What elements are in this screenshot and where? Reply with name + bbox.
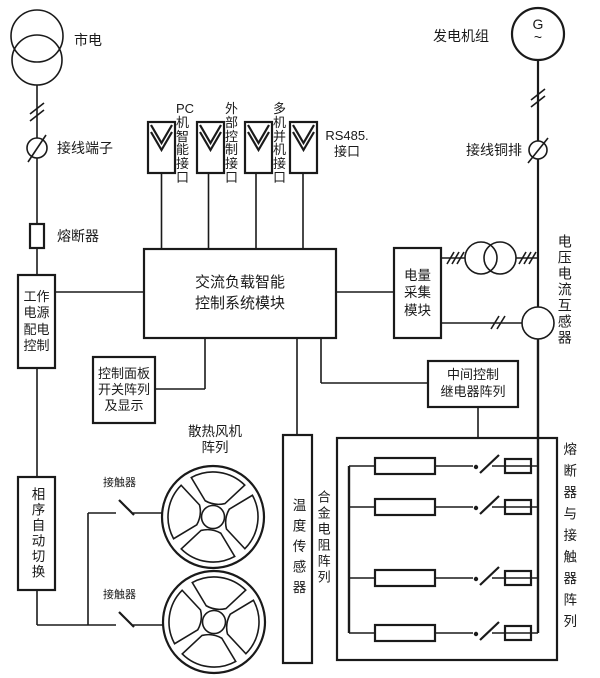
fuse-contactor-array-label: 熔断器与接触器阵列 — [561, 442, 577, 636]
energy-acquisition-label: 电量 采集 模块 — [404, 267, 431, 318]
load-row-3 — [347, 565, 540, 588]
energy-acquisition-box — [392, 246, 443, 340]
pc-interface-connector — [146, 120, 177, 175]
generator-label: 发电机组 — [433, 28, 489, 44]
wires-modules — [155, 291, 479, 438]
wires-right-feed — [530, 60, 546, 633]
fuse-symbol — [28, 222, 46, 250]
generator-symbol-text: G ~ — [532, 16, 544, 45]
fuse-label: 熔断器 — [57, 228, 99, 244]
contactor-switch-1 — [118, 499, 135, 516]
terminal-label: 接线端子 — [57, 140, 113, 156]
load-row-4 — [347, 620, 540, 643]
terminal-symbol — [26, 134, 48, 163]
resistor-array-label: 合金电阻阵列 — [315, 490, 331, 586]
pc-interface-label: PC 机 智 能 接 口 — [176, 101, 195, 185]
cooling-fan-2 — [161, 569, 267, 675]
temperature-sensor-box — [281, 433, 314, 665]
work-power-box — [16, 273, 57, 370]
contactor-label-1: 接触器 — [103, 477, 136, 489]
fan-array-label: 散热风机 阵列 — [188, 424, 242, 455]
main-controller-label: 交流负载智能 控制系统模块 — [194, 274, 285, 312]
control-panel-label: 控制面板 开关阵列 及显示 — [97, 365, 150, 414]
wires-fan-branch — [36, 512, 165, 626]
parallel-machine-connector — [243, 120, 274, 175]
load-bank-box — [335, 436, 559, 662]
temperature-sensor-label: 温度传感器 — [290, 497, 306, 601]
wires-interfaces — [160, 173, 304, 249]
rs485-connector — [288, 120, 319, 175]
transducer-label: 电压电流互感器 — [556, 234, 573, 346]
external-control-label: 外 部 控 制 接 口 — [225, 101, 239, 185]
parallel-machine-label: 多 机 并 机 接 口 — [273, 101, 287, 185]
contactor-label-2: 接触器 — [103, 589, 136, 601]
current-transformer-symbol — [441, 306, 555, 340]
load-row-1 — [347, 453, 540, 476]
phase-switch-box — [16, 475, 57, 592]
mains-transformer-symbol — [10, 9, 64, 86]
voltage-transformer-symbol — [441, 241, 538, 275]
copper-bar-label: 接线铜排 — [466, 142, 522, 158]
mains-label: 市电 — [74, 32, 102, 48]
load-row-2 — [347, 494, 540, 517]
contactor-switch-2 — [118, 611, 135, 628]
phase-switch-label: 相序自动切换 — [29, 487, 45, 580]
cooling-fan-1 — [160, 464, 266, 570]
main-controller-box — [142, 247, 338, 340]
work-power-label: 工作 电源 配电 控制 — [23, 289, 50, 353]
control-panel-box — [91, 355, 157, 425]
relay-array-label: 中间控制 继电器阵列 — [440, 367, 506, 399]
relay-array-box — [426, 359, 520, 409]
rs485-label: RS485. 接口 — [325, 128, 369, 159]
wires-left-feed — [29, 85, 144, 477]
copper-bar-terminal-symbol — [527, 137, 549, 164]
external-control-connector — [195, 120, 226, 175]
